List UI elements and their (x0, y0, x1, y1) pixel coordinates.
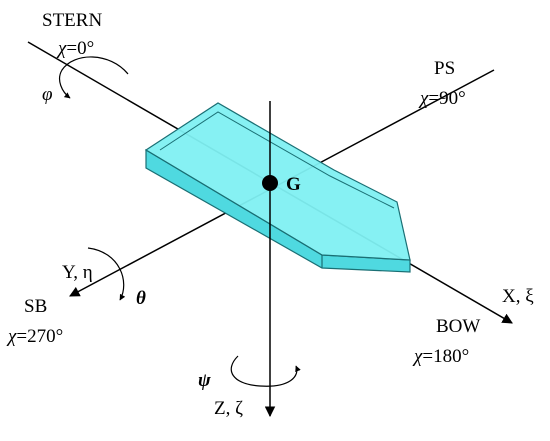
roll-rotation-arrow (58, 56, 129, 99)
pitch-symbol: θ (136, 288, 146, 309)
z-axis-label: Z, ζ (214, 398, 243, 419)
hull-inner-edge (159, 111, 395, 209)
x-axis-label: X, ξ (502, 286, 534, 307)
y-axis-label: Y, η (62, 262, 93, 283)
stern-label: STERN (42, 10, 102, 31)
pitch-rotation-arrow (87, 247, 126, 301)
roll-symbol: φ (42, 84, 53, 105)
bow-angle-label: χ=180° (412, 346, 469, 367)
hull-deck-line (145, 149, 323, 256)
sb-angle-label: χ=270° (6, 326, 63, 347)
bow-label: BOW (436, 316, 480, 337)
stern-angle-label: χ=0° (56, 38, 94, 59)
center-of-gravity-label: G (286, 174, 301, 195)
center-of-gravity-point (262, 175, 278, 191)
yaw-symbol: ψ (198, 370, 211, 391)
sb-label: SB (24, 296, 47, 317)
ps-angle-label: χ=90° (418, 88, 466, 109)
ps-label: PS (434, 58, 455, 79)
ship-hull (144, 102, 411, 273)
yaw-rotation-arrow (230, 355, 301, 387)
